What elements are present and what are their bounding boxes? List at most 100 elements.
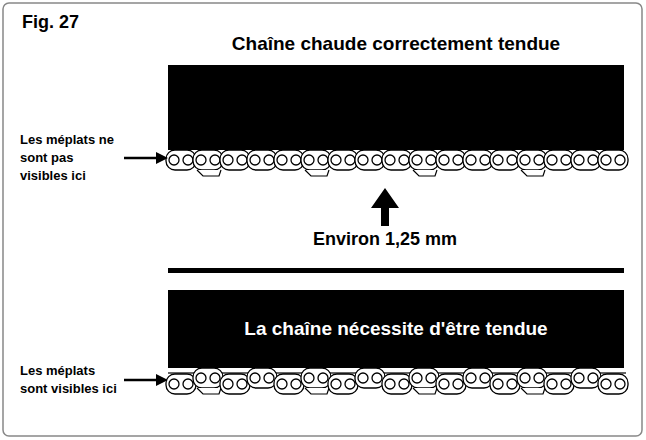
figure-number: Fig. 27: [22, 12, 142, 33]
chain-rivet: [169, 379, 179, 389]
chain-rivet: [493, 379, 503, 389]
chain-link: [463, 368, 493, 388]
visible-flat: [330, 372, 356, 373]
chain-bar: Chaîne chaude correctement tendue: [168, 65, 624, 150]
chain-link: [382, 374, 412, 394]
chain-link: [544, 374, 574, 394]
bar-text: La chaîne nécessite d'être tendue: [168, 318, 624, 340]
leader-head: [156, 152, 168, 164]
drive-tang: [521, 388, 545, 394]
drive-tang: [197, 388, 221, 394]
chain-rivet: [250, 373, 260, 383]
leader-line: [124, 379, 158, 382]
chain-link: [166, 150, 196, 170]
chain-rivet: [277, 379, 287, 389]
chain-rivet: [345, 155, 355, 165]
chain-rivet: [520, 155, 530, 165]
chain-rivet: [304, 373, 314, 383]
chain-rivet: [196, 373, 206, 383]
chain-link: [571, 150, 601, 170]
chain-link: [247, 368, 277, 388]
chain-rivet: [520, 373, 530, 383]
chain-rivet: [385, 155, 395, 165]
chain-link: [463, 150, 493, 170]
loose-chain: [166, 368, 628, 394]
bar-heading: Chaîne chaude correctement tendue: [168, 33, 624, 55]
chain-link: [544, 150, 574, 170]
chain-rivet: [223, 379, 233, 389]
separator-line: [168, 268, 624, 273]
chain-link: [328, 374, 358, 394]
chain-link: [436, 374, 466, 394]
chain-link: [355, 368, 385, 388]
chain-link: [409, 368, 439, 388]
drive-tang: [197, 170, 221, 176]
chain-rivet: [561, 379, 571, 389]
chain-rivet: [291, 379, 301, 389]
leader-line: [124, 157, 158, 160]
chain-rivet: [210, 373, 220, 383]
chain-rivet: [250, 155, 260, 165]
chain-link: [166, 374, 196, 394]
chain-rivet: [196, 155, 206, 165]
chain-rivet: [453, 155, 463, 165]
chain-rivet: [507, 379, 517, 389]
drive-tang: [413, 388, 437, 394]
chain-rivet: [237, 155, 247, 165]
visible-flat: [492, 372, 518, 373]
chain-rivet: [331, 155, 341, 165]
black-arrow: [371, 188, 399, 226]
dimension-label: Environ 1,25 mm: [235, 229, 535, 250]
chain-link: [301, 150, 331, 170]
chain-rivet: [210, 155, 220, 165]
chain-rivet: [169, 155, 179, 165]
chain-rivet: [412, 155, 422, 165]
visible-flat: [546, 372, 572, 373]
chain-rivet: [358, 373, 368, 383]
chain-rivet: [345, 379, 355, 389]
chain-link: [409, 150, 439, 170]
chain-link: [517, 368, 547, 388]
chain-rivet: [615, 379, 625, 389]
chain-rivet: [453, 379, 463, 389]
chain-link: [301, 368, 331, 388]
chain-rivet: [318, 155, 328, 165]
chain-link: [436, 150, 466, 170]
chain-rivet: [547, 379, 557, 389]
chain-rivet: [493, 155, 503, 165]
chain-rivet: [372, 373, 382, 383]
drive-tang: [521, 170, 545, 176]
chain-rivet: [601, 379, 611, 389]
chain-rivet: [534, 155, 544, 165]
chain-link: [490, 374, 520, 394]
chain-rivet: [264, 373, 274, 383]
chain-link: [355, 150, 385, 170]
chain-link: [598, 374, 628, 394]
chain-rivet: [277, 155, 287, 165]
chain-rivet: [399, 379, 409, 389]
tight-chain: [166, 150, 628, 176]
chain-link: [193, 150, 223, 170]
chain-link: [193, 368, 223, 388]
chain-link: [220, 150, 250, 170]
drive-tang: [305, 170, 329, 176]
chain-rivet: [601, 155, 611, 165]
chain-link: [490, 150, 520, 170]
chain-rivet: [304, 155, 314, 165]
chain-rivet: [412, 373, 422, 383]
chain-rivet: [237, 379, 247, 389]
chain-link: [247, 150, 277, 170]
chain-rivet: [466, 155, 476, 165]
chain-rivet: [264, 155, 274, 165]
chain-link: [274, 374, 304, 394]
chain-rivet: [183, 155, 193, 165]
chain-rivet: [547, 155, 557, 165]
callout-text: Les méplats ne sont pas visibles ici: [20, 131, 124, 185]
chain-rivet: [183, 379, 193, 389]
chain-rivet: [385, 379, 395, 389]
visible-flat: [222, 372, 248, 373]
drive-tang: [413, 170, 437, 176]
chain-rivet: [574, 373, 584, 383]
chain-rivet: [426, 373, 436, 383]
